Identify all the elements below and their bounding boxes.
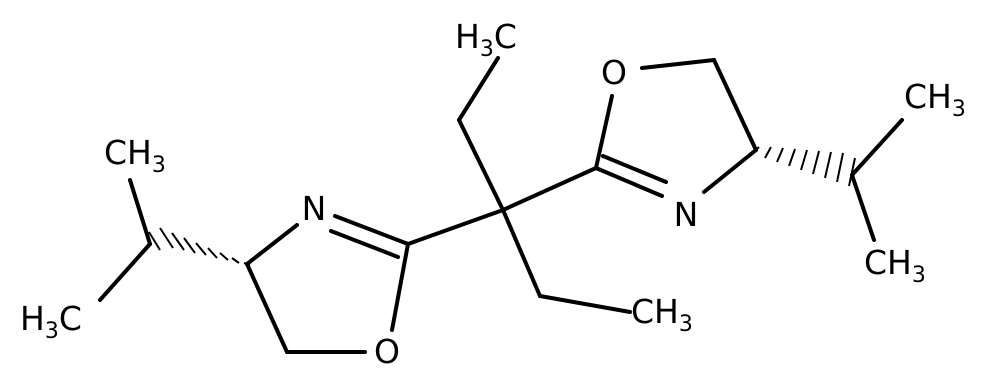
atom-n-left: N — [302, 189, 327, 228]
bond-center-left-c2 — [406, 208, 505, 246]
methyl-label-right-ipr-top: CH3 — [904, 77, 966, 122]
bond-ethyl-bottom-methyl — [538, 294, 632, 314]
methyl-labels: CH3 H3C H3C CH3 CH3 CH3 — [20, 17, 966, 344]
bond-left-ipr-ch3-bottom — [98, 242, 152, 302]
hashed-wedge-right — [752, 146, 856, 187]
bond-right-o-c5 — [640, 58, 716, 70]
methyl-label-ethyl-top: H3C — [455, 17, 517, 62]
bond-center-ethyl-bottom — [501, 208, 542, 298]
methyl-label-ethyl-bottom: CH3 — [631, 292, 693, 337]
bond-right-c2-o — [594, 94, 614, 170]
methyl-label-left-ipr-bottom: H3C — [20, 299, 82, 344]
bond-left-c2-n-double-b — [329, 229, 400, 259]
bond-right-c2-n-double-b — [601, 154, 668, 184]
bond-left-o-c2 — [390, 242, 410, 332]
bond-right-c4-n — [702, 148, 758, 194]
hashed-wedge-left — [148, 227, 251, 266]
methyl-label-left-ipr-top: CH3 — [104, 133, 166, 178]
bond-center-right-c2 — [501, 166, 598, 212]
bond-left-ipr-ch3-top — [128, 178, 152, 246]
bond-ethyl-top-methyl — [457, 56, 500, 122]
bond-right-c2-n-double-a — [594, 166, 664, 198]
bond-right-ipr-ch3-top — [850, 118, 904, 177]
bond-left-c4-c5 — [245, 262, 289, 354]
atom-o-left: O — [374, 332, 400, 371]
atom-labels: N O O N — [302, 53, 699, 371]
atom-o-right: O — [601, 53, 627, 92]
bonds — [98, 56, 904, 354]
bond-right-c5-c4 — [712, 58, 758, 152]
methyl-label-right-ipr-bottom: CH3 — [864, 243, 926, 288]
bond-center-ethyl-top — [457, 118, 505, 212]
bond-left-n-c4 — [245, 223, 299, 266]
bond-left-c2-n-double-a — [333, 214, 410, 246]
atom-n-right: N — [674, 195, 699, 234]
bond-right-ipr-ch3-bottom — [850, 173, 876, 242]
